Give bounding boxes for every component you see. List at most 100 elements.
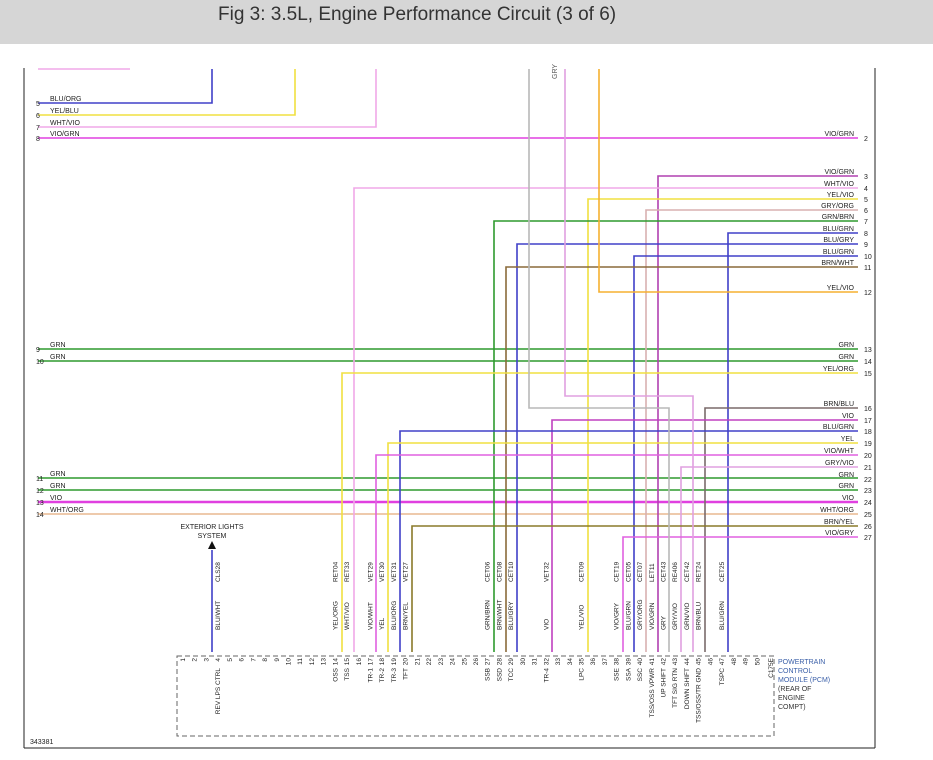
pcm-box xyxy=(176,655,775,737)
wire-brn-blu-45 xyxy=(704,407,858,652)
right-wire-label: GRN xyxy=(838,483,854,490)
pin-number: 15 xyxy=(344,658,351,666)
wire-blu-org xyxy=(38,69,213,104)
right-wire-label: BLU/GRN xyxy=(823,249,854,256)
right-wire-number: 9 xyxy=(864,242,868,249)
wire-wht-vio-15 xyxy=(353,187,858,652)
wire-brn-yel-20 xyxy=(411,525,858,652)
right-wire-label: BRN/BLU xyxy=(824,401,854,408)
pin-wire-color: YEL xyxy=(379,617,386,630)
right-wire-label: YEL xyxy=(841,436,854,443)
wire-group xyxy=(38,68,858,652)
right-wire-label: BRN/WHT xyxy=(821,260,854,267)
pin-wire-color: VIO/WHT xyxy=(368,602,375,630)
right-wire-number: 20 xyxy=(864,453,872,460)
pin-number: 40 xyxy=(637,658,644,666)
exterior-lights-label-1: EXTERIOR LIGHTS xyxy=(180,524,243,531)
right-wire-number: 18 xyxy=(864,429,872,436)
right-wire-number: 24 xyxy=(864,500,872,507)
left-wire-label: GRN xyxy=(50,471,66,478)
right-wire-label: BLU/GRN xyxy=(823,226,854,233)
pin-function: TFT xyxy=(403,668,410,680)
wire-vio-wht-17 xyxy=(375,454,858,652)
pin-circuit: CET05 xyxy=(625,561,632,582)
right-wire-number: 22 xyxy=(864,477,872,484)
pcm-label-6: COMPT) xyxy=(778,704,806,711)
pin-circuit: RET33 xyxy=(344,561,351,582)
wire-yel-vio-12 xyxy=(598,69,858,293)
pin-number: 20 xyxy=(403,658,410,666)
right-wire-number: 16 xyxy=(864,406,872,413)
pin-function: REV LPS CTRL xyxy=(215,668,222,715)
wire-yel-vio-35 xyxy=(587,198,858,652)
pin-number: 23 xyxy=(438,658,445,666)
pin-function: TSPC xyxy=(719,668,726,686)
left-wire-number: 5 xyxy=(36,101,40,108)
pin-wire-color: BLU/GRN xyxy=(719,601,726,630)
pin-number: 50 xyxy=(754,658,761,666)
pin-function: TR-4 xyxy=(543,668,550,683)
pin-function: TCC xyxy=(508,668,515,682)
right-wire-number: 21 xyxy=(864,465,872,472)
pin-wire-color: GRY/VIO xyxy=(672,603,679,630)
pin-circuit: RET04 xyxy=(332,561,339,582)
pin-number: 43 xyxy=(672,658,679,666)
diagram-id: 343381 xyxy=(30,739,53,746)
pin-number: 26 xyxy=(473,658,480,666)
right-wire-number: 12 xyxy=(864,290,872,297)
right-wire-label: VIO/GRN xyxy=(824,131,854,138)
wire-grn-vio-44 xyxy=(564,69,694,652)
pin-wire-color: BLU/GRN xyxy=(625,601,632,630)
pin-number: 27 xyxy=(485,658,492,666)
left-wire-number: 10 xyxy=(36,359,44,366)
pin-number: 42 xyxy=(661,658,668,666)
wire-vio-grn-41 xyxy=(657,175,858,652)
wire-blu-gry-29 xyxy=(516,243,858,652)
pin-function: OSS xyxy=(332,667,339,681)
pin-number: 38 xyxy=(614,658,621,666)
wire-yel-blu xyxy=(38,69,296,116)
pin-circuit: CLS28 xyxy=(215,562,222,582)
pin-number: 18 xyxy=(379,658,386,666)
pin-number: 29 xyxy=(508,658,515,666)
pin-number: 31 xyxy=(532,658,539,666)
pin-number: 6 xyxy=(239,658,246,662)
right-wire-label: VIO/GRN xyxy=(824,169,854,176)
right-wire-number: 3 xyxy=(864,174,868,181)
pin-circuit: VET29 xyxy=(368,562,375,582)
right-wire-label: VIO xyxy=(842,413,855,420)
right-wire-number: 2 xyxy=(864,136,868,143)
pin-number: 28 xyxy=(496,658,503,666)
pin-function: TR-3 xyxy=(391,668,398,683)
wire-blu-grn-39 xyxy=(633,255,858,652)
right-wire-label: YEL/ORG xyxy=(823,366,854,373)
right-wire-number: 8 xyxy=(864,231,868,238)
pin-number: 30 xyxy=(520,658,527,666)
pin-function: TSS/OSS VPWR xyxy=(649,668,656,718)
right-wire-label: GRN xyxy=(838,472,854,479)
pin-wire-color: YEL/VIO xyxy=(578,605,585,630)
wire-blu-org-19 xyxy=(399,430,858,652)
right-wire-label: GRN xyxy=(838,354,854,361)
pin-circuit: CET43 xyxy=(661,561,668,582)
pin-wire-color: BLU/ORG xyxy=(391,601,398,630)
pin-wire-color: GRY/ORG xyxy=(637,599,644,630)
right-wire-label: WHT/ORG xyxy=(820,507,854,514)
wire-wht-vio xyxy=(38,69,377,128)
pin-circuit: CET07 xyxy=(637,561,644,582)
right-wire-number: 11 xyxy=(864,265,871,272)
pin-number: 49 xyxy=(743,658,750,666)
pin-wire-color: GRY xyxy=(661,615,668,630)
left-wire-number: 6 xyxy=(36,113,40,120)
left-wire-label: VIO xyxy=(50,495,63,502)
pin-wire-color: VIO xyxy=(543,619,550,630)
left-wire-label: GRN xyxy=(50,354,66,361)
pin-circuit: LET11 xyxy=(649,563,656,582)
right-wire-label: VIO/WHT xyxy=(824,448,855,455)
pin-circuit: CET19 xyxy=(614,561,621,582)
pin-number: 1 xyxy=(180,658,187,662)
pin-circuit: RE406 xyxy=(672,562,679,582)
pin-function: SSA xyxy=(625,667,632,681)
right-wire-number: 5 xyxy=(864,197,868,204)
